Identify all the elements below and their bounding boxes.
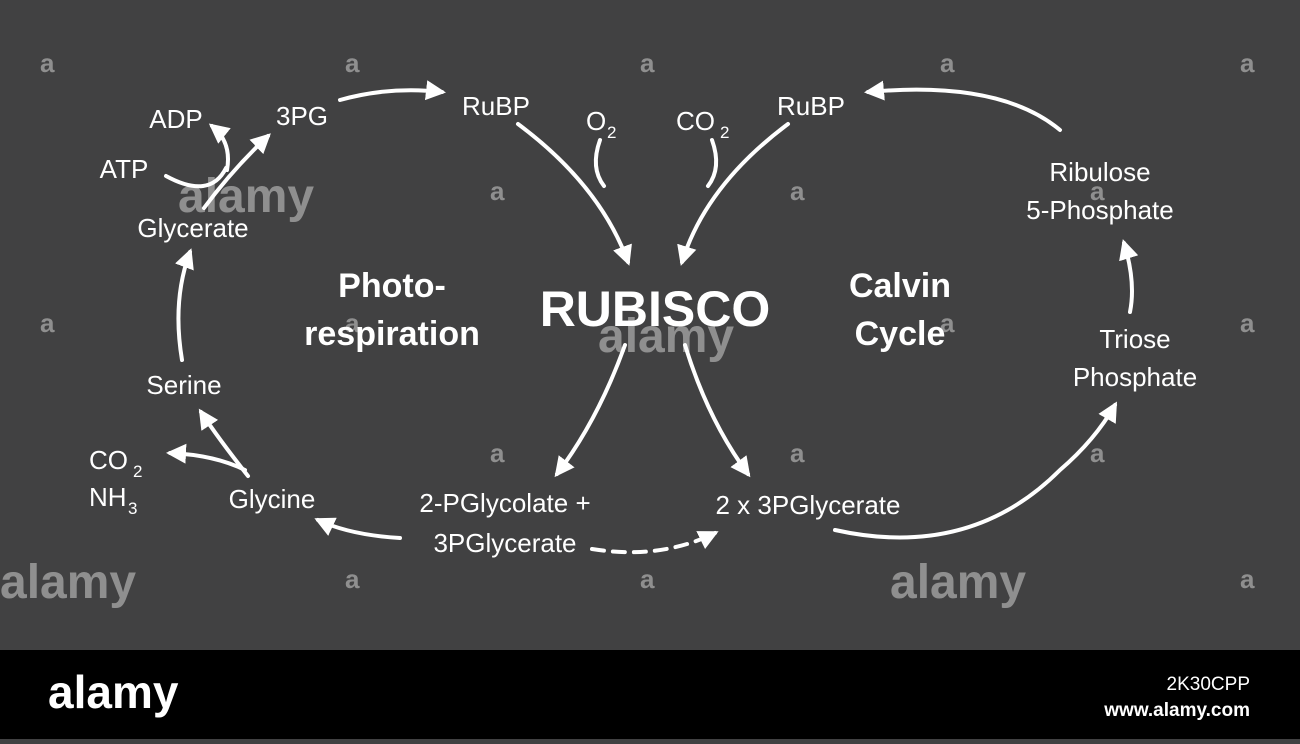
label-ribulose-line1: Ribulose bbox=[1049, 157, 1150, 187]
label-co2-side: CO 2 bbox=[89, 445, 142, 481]
watermark-mark: a bbox=[40, 48, 55, 78]
background bbox=[0, 0, 1300, 650]
watermark-mark: a bbox=[40, 308, 55, 338]
watermark-mark: a bbox=[940, 48, 955, 78]
dashed-arrow-to-3pglycerate bbox=[590, 531, 719, 555]
co2-top-subscript: 2 bbox=[720, 123, 729, 142]
label-co2-top: CO 2 bbox=[676, 106, 729, 142]
label-triose-line1: Triose bbox=[1099, 324, 1170, 354]
label-pglycolate-line1: 2-PGlycolate + bbox=[419, 488, 590, 518]
arrow-triose-to-ribulose bbox=[1119, 239, 1139, 314]
co2-feed-line bbox=[706, 138, 719, 188]
arrow-serine-to-glycerate bbox=[175, 248, 194, 362]
watermark-mark: a bbox=[345, 48, 360, 78]
nh3-subscript: 3 bbox=[128, 499, 137, 518]
label-rubp-left: RuBP bbox=[462, 91, 530, 121]
arrow-3pg-to-rubp bbox=[338, 80, 446, 102]
arrows bbox=[164, 80, 1139, 555]
label-atp: ATP bbox=[100, 154, 149, 184]
watermark-mark: a bbox=[1240, 48, 1255, 78]
label-serine: Serine bbox=[146, 370, 221, 400]
watermark-mark: a bbox=[345, 564, 360, 594]
co2-top-text: CO bbox=[676, 106, 715, 136]
o2-subscript: 2 bbox=[607, 123, 616, 142]
co2-side-text: CO bbox=[89, 445, 128, 475]
title-photorespiration-line1: Photo- bbox=[338, 267, 446, 305]
watermark-logo: alamy bbox=[178, 170, 314, 223]
label-2x-3pglycerate: 2 x 3PGlycerate bbox=[716, 490, 901, 520]
footer-bar bbox=[0, 650, 1300, 739]
arrow-rubp-to-rubisco-left bbox=[516, 122, 632, 266]
watermark-mark: a bbox=[940, 308, 955, 338]
label-triose-line2: Phosphate bbox=[1073, 362, 1197, 392]
label-rubp-right: RuBP bbox=[777, 91, 845, 121]
arrow-glycine-to-co2-nh3 bbox=[166, 443, 247, 472]
footer-image-code: 2K30CPP bbox=[1167, 674, 1250, 695]
watermark-pattern: a a a a a a a a a a a a a a a a a a alam… bbox=[0, 48, 1255, 609]
watermark-mark: a bbox=[640, 48, 655, 78]
arrow-ribulose-to-rubp bbox=[864, 80, 1062, 132]
watermark-logo: alamy bbox=[890, 556, 1026, 609]
label-o2: O 2 bbox=[586, 106, 616, 142]
footer-alamy-logo: alamy bbox=[48, 666, 179, 718]
arrow-glycerate-to-3pg bbox=[202, 133, 271, 210]
co2-side-subscript: 2 bbox=[133, 462, 142, 481]
watermark-mark: a bbox=[1090, 176, 1105, 206]
watermark-mark: a bbox=[640, 564, 655, 594]
label-glycerate: Glycerate bbox=[137, 213, 248, 243]
title-calvin-line1: Calvin bbox=[849, 267, 951, 305]
label-nh3: NH 3 bbox=[89, 482, 137, 518]
o2-feed-line bbox=[593, 138, 606, 188]
label-adp: ADP bbox=[149, 104, 202, 134]
footer-url: www.alamy.com bbox=[1103, 700, 1250, 721]
label-glycine: Glycine bbox=[229, 484, 316, 514]
arrow-rubisco-to-pglycolate bbox=[554, 343, 627, 478]
watermark-mark: a bbox=[1240, 564, 1255, 594]
watermark-mark: a bbox=[1240, 308, 1255, 338]
watermark-mark: a bbox=[1090, 438, 1105, 468]
title-rubisco: RUBISCO bbox=[540, 281, 771, 337]
watermark-mark: a bbox=[490, 176, 505, 206]
atp-feed-line bbox=[164, 166, 228, 189]
watermark-mark: a bbox=[790, 438, 805, 468]
arrow-3pglycerate-to-triose bbox=[833, 401, 1117, 540]
watermark-mark: a bbox=[345, 308, 360, 338]
watermark-logo: alamy bbox=[0, 556, 136, 609]
title-photorespiration-line2: respiration bbox=[304, 315, 480, 353]
title-calvin-line2: Cycle bbox=[855, 315, 946, 353]
arrow-pglycolate-to-glycine bbox=[314, 517, 402, 540]
o2-text: O bbox=[586, 106, 606, 136]
arrow-to-adp bbox=[208, 123, 231, 172]
label-3pg: 3PG bbox=[276, 101, 328, 131]
label-ribulose-line2: 5-Phosphate bbox=[1026, 195, 1173, 225]
label-pglycolate-line2: 3PGlycerate bbox=[433, 528, 576, 558]
watermark-mark: a bbox=[790, 176, 805, 206]
nh3-text: NH bbox=[89, 482, 127, 512]
arrow-rubisco-to-3pglycerate bbox=[683, 343, 751, 478]
watermark-mark: a bbox=[490, 438, 505, 468]
arrow-rubp-to-rubisco-right bbox=[677, 122, 790, 266]
